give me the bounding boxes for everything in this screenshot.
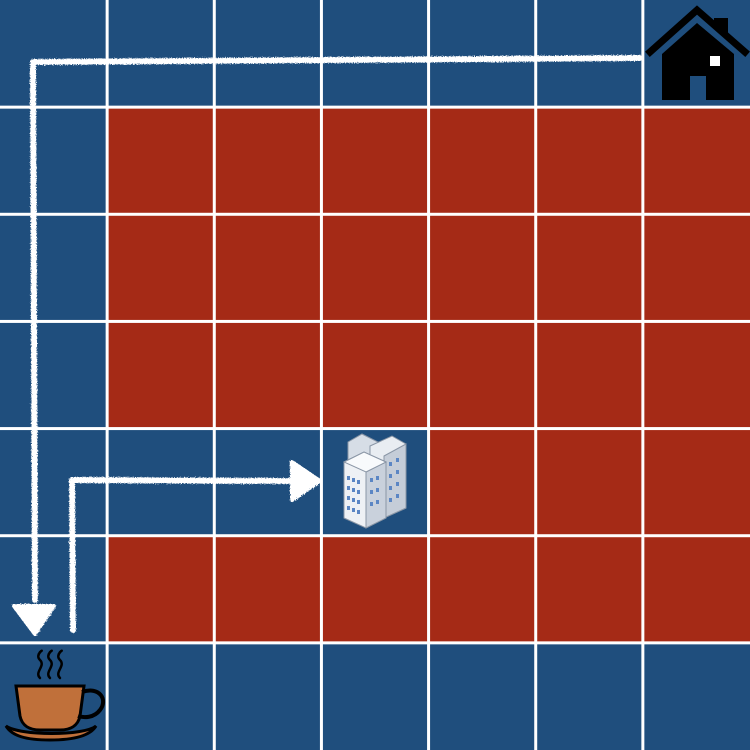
- grid-cell-red: [108, 537, 213, 642]
- route-home-to-cafe-arrowhead: [12, 604, 56, 636]
- grid-cell-red: [644, 108, 750, 213]
- grid-cell-red: [322, 537, 428, 642]
- grid-cell-red: [430, 537, 535, 642]
- grid-cell-red: [108, 322, 213, 428]
- grid-cell-red: [644, 215, 750, 320]
- grid-cell-blue: [0, 108, 106, 213]
- grid-cell-blue: [215, 0, 320, 106]
- grid-cell-red: [322, 215, 428, 320]
- grid-cell-red: [537, 215, 642, 320]
- route-home-to-cafe: [30, 55, 643, 603]
- grid-cell-red: [322, 108, 428, 213]
- grid-cell-red: [644, 537, 750, 642]
- grid-cell-red: [430, 215, 535, 320]
- grid-cell-red: [108, 108, 213, 213]
- grid-cell-blue: [0, 215, 106, 320]
- grid-cell-red: [215, 322, 320, 428]
- grid-cell-red: [537, 108, 642, 213]
- grid-cell-blue: [322, 644, 428, 750]
- grid-cell-red: [322, 322, 428, 428]
- grid-cell-red: [215, 537, 320, 642]
- grid-cell-blue: [108, 0, 213, 106]
- grid-cell-blue: [430, 644, 535, 750]
- grid-cell-blue: [108, 644, 213, 750]
- grid-cell-blue: [322, 0, 428, 106]
- grid-cell-blue: [430, 0, 535, 106]
- grid-cell-red: [215, 108, 320, 213]
- route-cafe-to-office-arrowhead: [290, 460, 322, 502]
- grid-cell-blue: [644, 644, 750, 750]
- grid-cell-red: [430, 322, 535, 428]
- grid-cell-red: [430, 108, 535, 213]
- grid-cell-red: [108, 215, 213, 320]
- grid-cell-red: [430, 430, 535, 535]
- grid-cell-red: [537, 430, 642, 535]
- grid-cell-blue: [0, 322, 106, 428]
- grid-cell-blue: [0, 0, 106, 106]
- grid-cell-blue: [0, 537, 106, 642]
- grid-cell-red: [644, 430, 750, 535]
- grid-cell-blue: [215, 644, 320, 750]
- grid-cell-red: [537, 322, 642, 428]
- grid-cell-blue: [537, 644, 642, 750]
- grid-cell-red: [537, 537, 642, 642]
- grid-cell-blue: [537, 0, 642, 106]
- route-cafe-to-office: [69, 477, 298, 633]
- grid-cell-red: [644, 322, 750, 428]
- grid-cell-red: [215, 215, 320, 320]
